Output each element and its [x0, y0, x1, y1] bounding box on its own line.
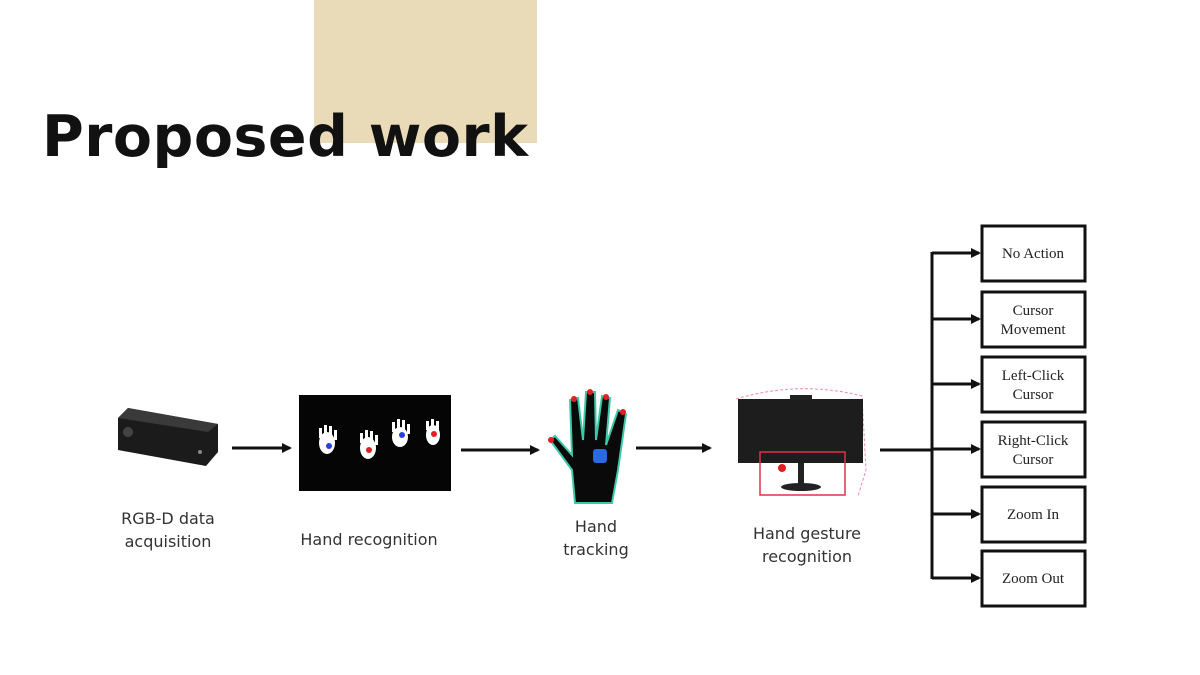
- action-label: Left-Click: [1002, 368, 1065, 384]
- hand-segmentation-image: [299, 395, 451, 491]
- action-label: Cursor: [1013, 303, 1054, 319]
- stage-label: Hand recognition: [300, 530, 437, 549]
- stage-label: recognition: [762, 547, 852, 566]
- action-box: [980, 355, 1087, 414]
- action-box: [980, 224, 1087, 283]
- action-label: Zoom In: [1007, 507, 1060, 523]
- action-label: Cursor: [1013, 452, 1054, 468]
- decorative-accent-block: [314, 0, 537, 143]
- action-label: Zoom Out: [1002, 571, 1065, 587]
- stage-label: acquisition: [125, 532, 212, 551]
- action-box: [980, 420, 1087, 479]
- action-label: No Action: [1002, 246, 1065, 262]
- stage-label: tracking: [563, 540, 628, 559]
- monitor-gesture-image: [735, 388, 867, 497]
- stage-label: Hand: [575, 517, 617, 536]
- action-label: Cursor: [1013, 387, 1054, 403]
- action-label: Right-Click: [998, 433, 1069, 449]
- action-box: [980, 549, 1087, 608]
- action-label: Movement: [1001, 322, 1067, 338]
- hand-tracking-image: [548, 389, 628, 504]
- depth-camera-icon: [118, 408, 218, 466]
- stage-label: RGB-D data: [121, 509, 215, 528]
- action-box: [980, 485, 1087, 544]
- action-box: [980, 290, 1087, 349]
- slide-title: Proposed work: [42, 104, 529, 170]
- stage-label: Hand gesture: [753, 524, 861, 543]
